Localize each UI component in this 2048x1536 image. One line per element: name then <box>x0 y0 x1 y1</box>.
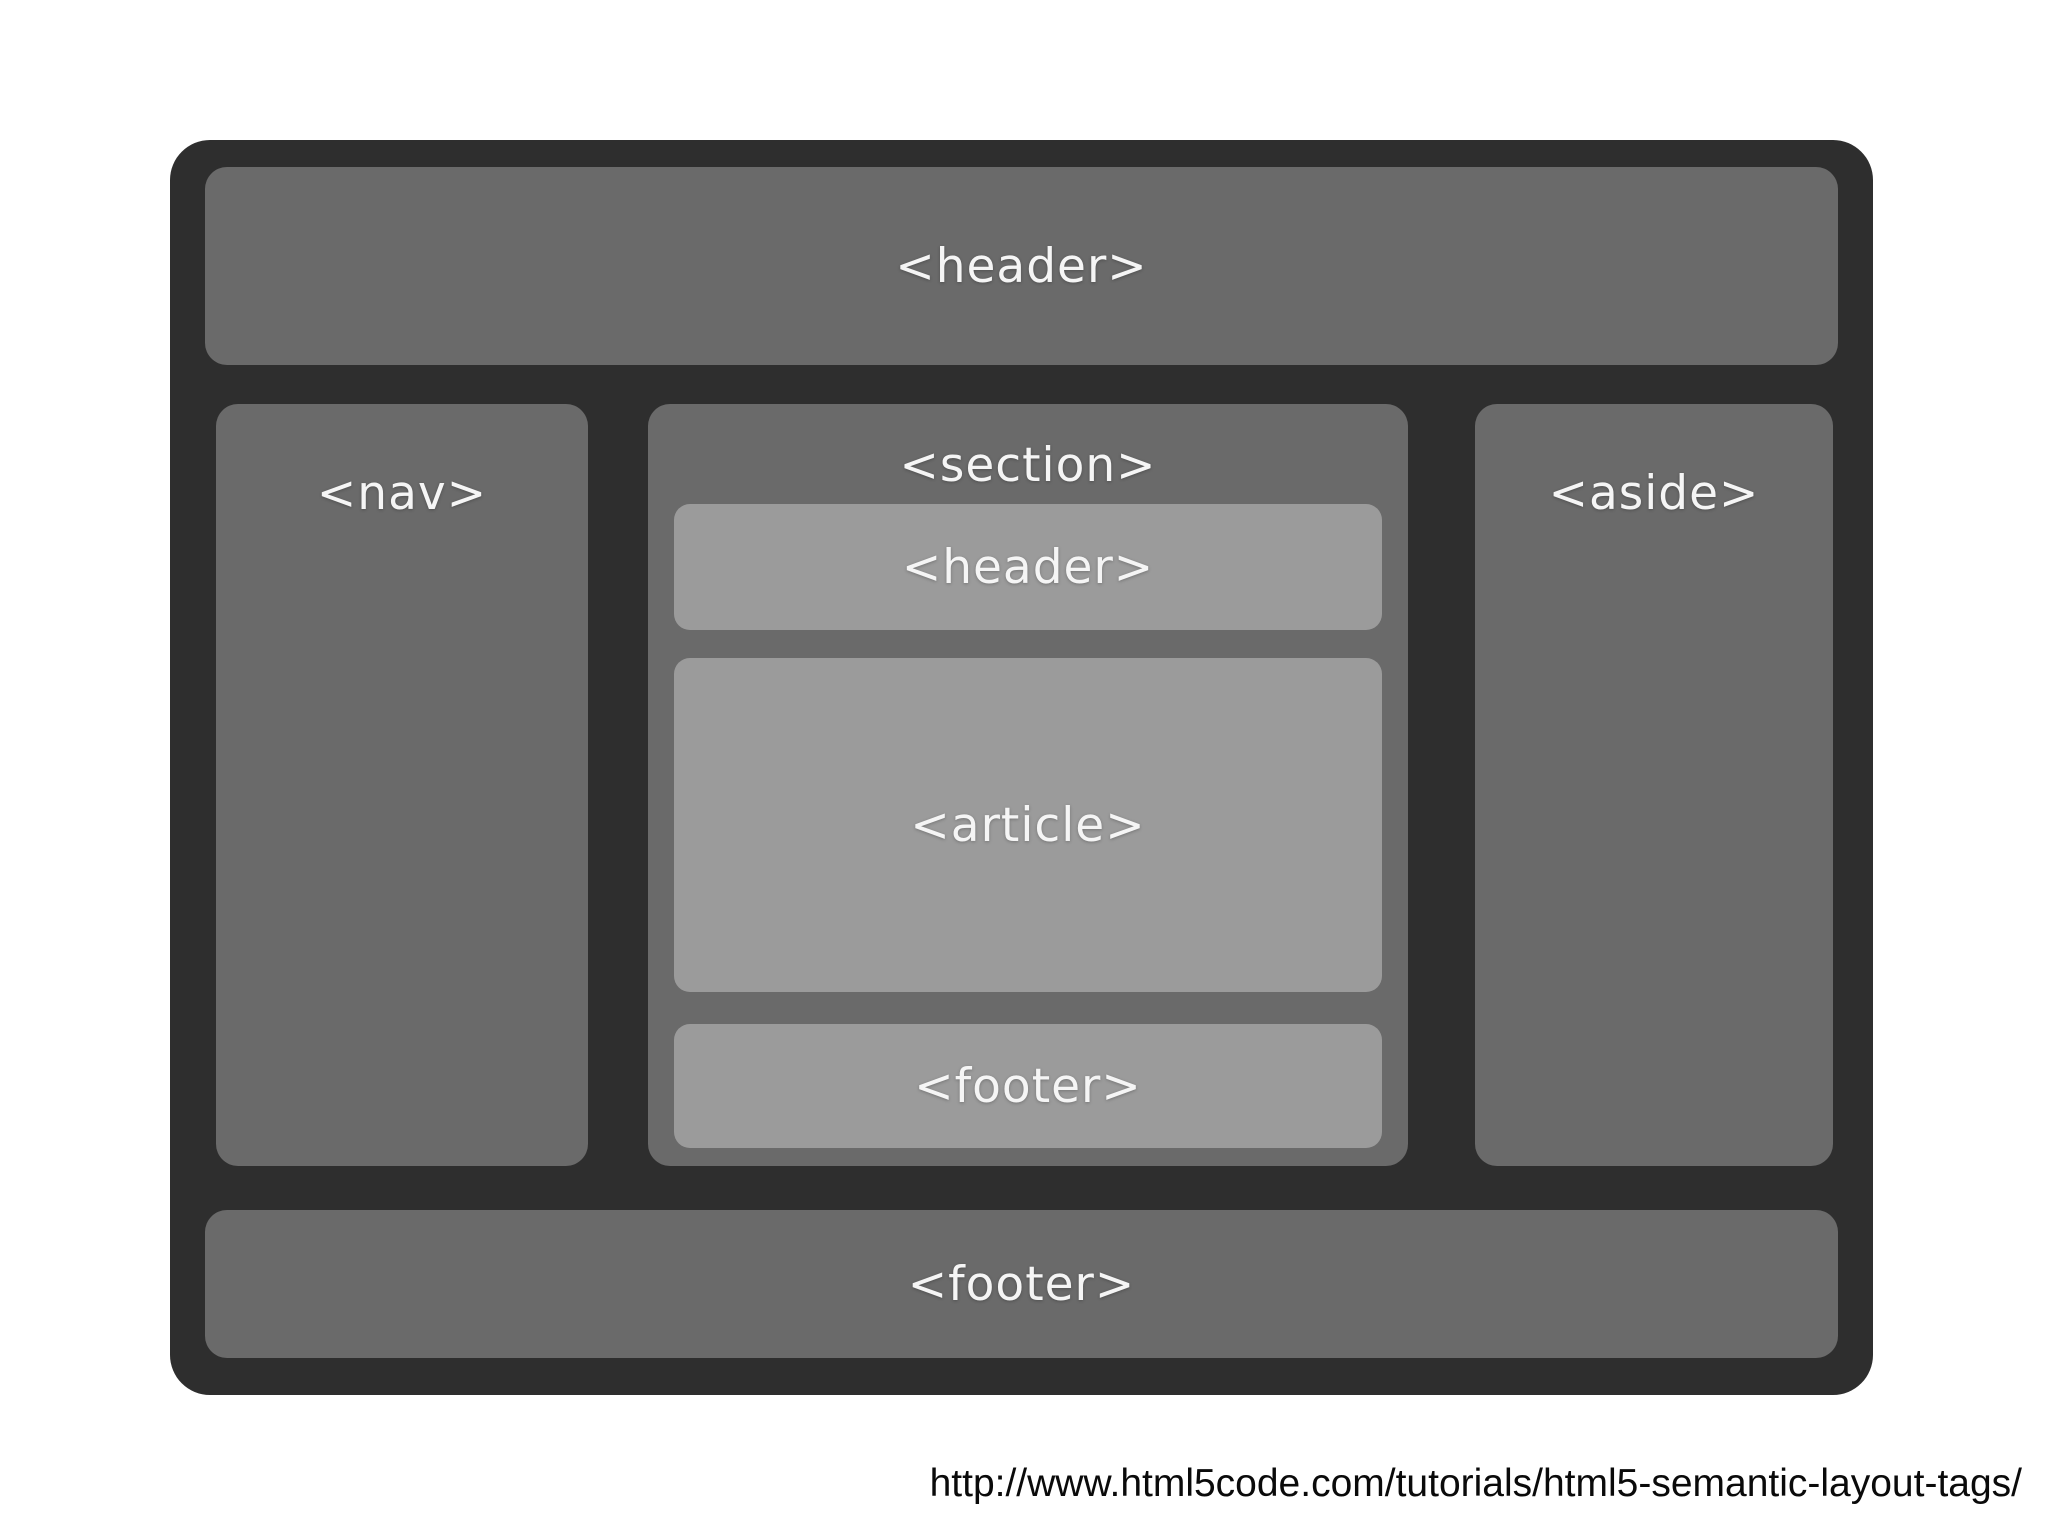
html5-semantic-layout-diagram: <header> <nav> <section> <header> <artic… <box>170 140 1873 1395</box>
nav-block: <nav> <box>216 404 588 1166</box>
section-footer-block: <footer> <box>674 1024 1382 1148</box>
section-footer-label: <footer> <box>914 1058 1142 1114</box>
aside-label: <aside> <box>1548 466 1760 521</box>
article-label: <article> <box>910 797 1146 853</box>
aside-block: <aside> <box>1475 404 1833 1166</box>
section-header-block: <header> <box>674 504 1382 630</box>
page-header-label: <header> <box>895 238 1148 294</box>
section-label: <section> <box>899 438 1157 493</box>
nav-label: <nav> <box>316 466 488 521</box>
section-block: <section> <header> <article> <footer> <box>648 404 1408 1166</box>
article-block: <article> <box>674 658 1382 992</box>
page-footer-label: <footer> <box>907 1256 1136 1312</box>
page-footer-block: <footer> <box>205 1210 1838 1358</box>
source-url-text: http://www.html5code.com/tutorials/html5… <box>929 1462 2022 1505</box>
section-header-label: <header> <box>901 539 1155 595</box>
page-header-block: <header> <box>205 167 1838 365</box>
